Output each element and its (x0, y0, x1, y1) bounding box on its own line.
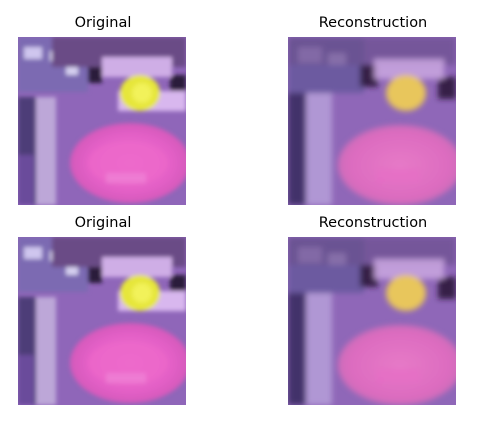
panel-title: Original (74, 15, 132, 31)
original-image (18, 237, 186, 405)
original-image-art (18, 237, 186, 405)
original-image (18, 37, 186, 205)
panel-title: Original (74, 215, 132, 231)
panel-title: Reconstruction (318, 15, 428, 31)
reconstruction-image (288, 37, 456, 205)
reconstruction-image-art (288, 37, 456, 205)
original-image-art (18, 37, 186, 205)
reconstruction-image (288, 237, 456, 405)
reconstruction-image-art (288, 237, 456, 405)
panel-title: Reconstruction (318, 215, 428, 231)
